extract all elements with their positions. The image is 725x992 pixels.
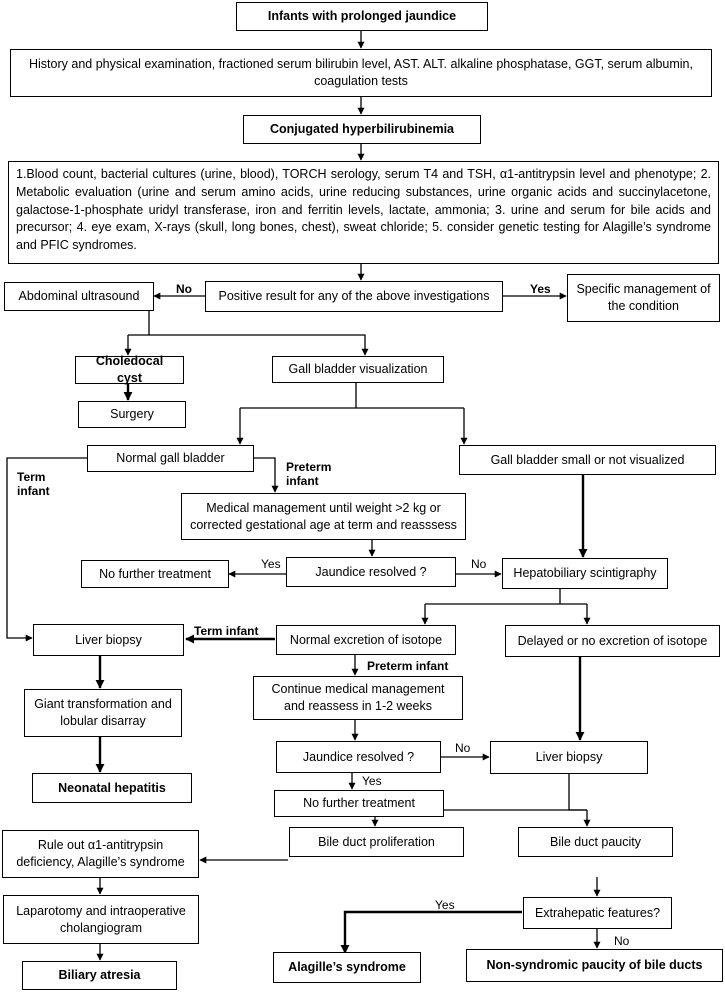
yes-label-jaundice-1: Yes: [261, 557, 281, 571]
positive-result-box: Positive result for any of the above inv…: [205, 281, 503, 312]
extrahepatic-text: Extrahepatic features?: [534, 905, 661, 920]
conjugated-text: Conjugated hyperbilirubinemia: [269, 122, 455, 137]
infants-text: Infants with prolonged jaundice: [267, 9, 457, 24]
biliary-atresia-box: Biliary atresia: [22, 961, 177, 990]
jaundice-resolved-1-box: Jaundice resolved ?: [286, 557, 456, 587]
hepatobiliary-box: Hepatobiliary scintigraphy: [502, 558, 668, 589]
choledocal-cyst-text: Choledocal cyst: [95, 354, 164, 385]
rule-out-box: Rule out α1-antitrypsin deficiency, Alag…: [2, 830, 199, 878]
conjugated-box: Conjugated hyperbilirubinemia: [243, 115, 481, 144]
specific-management-box: Specific management of the condition: [567, 274, 720, 322]
yes-label-extrahepatic: Yes: [435, 898, 455, 912]
gb-small-box: Gall bladder small or not visualized: [459, 445, 716, 475]
delayed-excretion-text: Delayed or no excretion of isotope: [517, 633, 708, 648]
edge-normal-gb-preterm: [254, 457, 279, 493]
preterm-infant-label-2: Preterm infant: [367, 659, 449, 673]
delayed-excretion-box: Delayed or no excretion of isotope: [505, 625, 720, 657]
no-further-treatment-1-text: No further treatment: [99, 566, 211, 581]
choledocal-cyst-box: Choledocal cyst: [75, 354, 184, 385]
normal-gb-box: Normal gall bladder: [87, 445, 254, 472]
term-infant-label-2: Term infant: [194, 624, 259, 638]
liver-biopsy-1-box: Liver biopsy: [33, 624, 184, 656]
gb-visualization-box: Gall bladder visualization: [272, 356, 444, 383]
giant-transformation-text: Giant transformation and lobular disarra…: [34, 697, 172, 728]
non-syndromic-text: Non-syndromic paucity of bile ducts: [486, 958, 703, 973]
yes-label-jaundice-2: Yes: [362, 774, 382, 788]
surgery-text: Surgery: [110, 407, 154, 422]
edge-abdominal-split: [128, 311, 150, 336]
giant-transformation-box: Giant transformation and lobular disarra…: [24, 689, 182, 737]
positive-result-text: Positive result for any of the above inv…: [218, 289, 490, 304]
infants-box: Infants with prolonged jaundice: [236, 2, 488, 31]
neonatal-hepatitis-box: Neonatal hepatitis: [32, 773, 192, 803]
jaundice-resolved-2-box: Jaundice resolved ?: [276, 741, 441, 773]
gb-small-text: Gall bladder small or not visualized: [490, 452, 685, 467]
workup-box: 1.Blood count, bacterial cultures (urine…: [8, 161, 719, 264]
continue-management-text: Continue medical management and reassess…: [271, 682, 445, 713]
surgery-box: Surgery: [78, 401, 186, 428]
jaundice-resolved-1-text: Jaundice resolved ?: [315, 564, 427, 579]
jaundice-resolved-2-text: Jaundice resolved ?: [302, 749, 415, 764]
medical-management-text: Medical management until weight >2 kg or…: [190, 500, 457, 532]
term-infant-label-1: Term infant: [17, 470, 50, 499]
edge-normal-gb-term: [6, 457, 87, 642]
history-text: History and physical examination, fracti…: [29, 57, 693, 88]
liver-biopsy-1-text: Liver biopsy: [75, 632, 142, 647]
liver-biopsy-2-text: Liver biopsy: [535, 750, 603, 765]
abdominal-ultrasound-box: Abdominal ultrasound: [4, 282, 154, 311]
preterm-infant-label-1: Preterm infant: [286, 460, 332, 489]
bile-proliferation-box: Bile duct proliferation: [289, 827, 464, 857]
non-syndromic-box: Non-syndromic paucity of bile ducts: [466, 949, 723, 982]
workup-text: 1.Blood count, bacterial cultures (urine…: [16, 167, 711, 252]
no-label-jaundice-2: No: [455, 741, 471, 755]
laparotomy-text: Laparotomy and intraoperative cholangiog…: [16, 903, 186, 935]
no-further-treatment-2-box: No further treatment: [274, 790, 444, 817]
biliary-atresia-text: Biliary atresia: [58, 968, 141, 983]
extrahepatic-box: Extrahepatic features?: [523, 897, 672, 929]
liver-biopsy-2-box: Liver biopsy: [490, 741, 648, 774]
rule-out-text: Rule out α1-antitrypsin deficiency, Alag…: [16, 838, 185, 869]
bile-proliferation-text: Bile duct proliferation: [318, 834, 435, 849]
history-box: History and physical examination, fracti…: [10, 49, 712, 97]
continue-management-box: Continue medical management and reassess…: [253, 676, 463, 720]
neonatal-hepatitis-text: Neonatal hepatitis: [58, 780, 166, 795]
bile-paucity-box: Bile duct paucity: [518, 827, 673, 857]
laparotomy-box: Laparotomy and intraoperative cholangiog…: [3, 895, 199, 944]
normal-excretion-box: Normal excretion of isotope: [276, 625, 456, 655]
normal-gb-text: Normal gall bladder: [116, 451, 225, 466]
abdominal-ultrasound-text: Abdominal ultrasound: [18, 289, 140, 304]
gb-visualization-text: Gall bladder visualization: [288, 362, 428, 377]
edge-biopsy2-split: [568, 774, 587, 811]
hepatobiliary-text: Hepatobiliary scintigraphy: [513, 566, 657, 581]
no-label-extrahepatic: No: [614, 934, 630, 948]
specific-management-text: Specific management of the condition: [576, 282, 711, 313]
no-label-abdominal: No: [176, 282, 192, 296]
yes-label-specific: Yes: [530, 282, 551, 296]
normal-excretion-text: Normal excretion of isotope: [289, 632, 443, 647]
edge-split-gbvisual: [149, 334, 369, 356]
no-further-treatment-1-box: No further treatment: [81, 560, 229, 588]
alagille-text: Alagille’s syndrome: [288, 960, 406, 975]
medical-management-box: Medical management until weight >2 kg or…: [181, 493, 466, 540]
no-further-treatment-2-text: No further treatment: [303, 796, 415, 811]
edge-extrahepatic-yes-alagille: [340, 910, 522, 954]
alagille-box: Alagille’s syndrome: [273, 952, 421, 983]
bile-paucity-text: Bile duct paucity: [549, 834, 642, 849]
no-label-jaundice-1: No: [471, 557, 487, 571]
